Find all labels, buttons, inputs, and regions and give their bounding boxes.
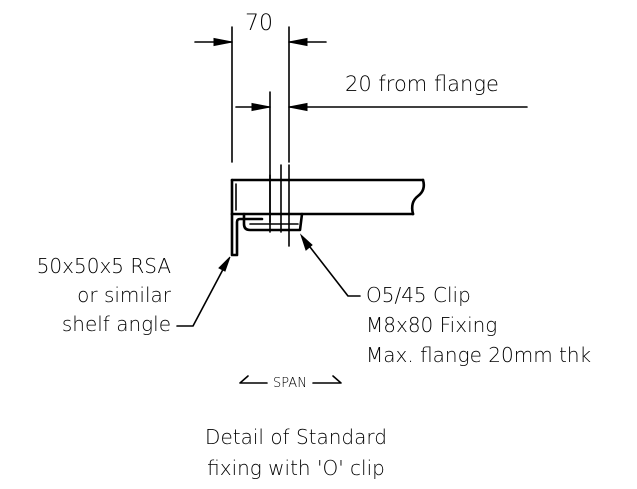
caption-line1: Detail of Standard [205, 425, 387, 449]
rsa-label-line2: or similar [77, 283, 172, 307]
o-clip [242, 212, 304, 232]
clip-leader [299, 233, 361, 297]
flange-offset-arrow-left [251, 102, 271, 112]
span-indicator: SPAN [239, 375, 342, 391]
flange-break-line [410, 178, 426, 216]
flange-offset-arrow-right [288, 102, 308, 112]
span-arrow-left [239, 375, 268, 384]
fixing-bolt [269, 164, 290, 247]
rsa-label-line1: 50x50x5 RSA [37, 254, 172, 278]
beam-flange [230, 178, 426, 216]
dimension-value: 70 [245, 11, 273, 36]
span-arrow-right [312, 375, 342, 384]
rsa-leader-arrow [218, 256, 231, 272]
shelf-angle-profile [230, 212, 264, 257]
clip-label-line3: Max. flange 20mm thk [366, 343, 591, 367]
dimension-arrow-right [288, 37, 308, 47]
dimension-arrow-left [213, 37, 233, 47]
clip-leader-arrow [299, 233, 313, 251]
caption-line2: fixing with 'O' clip [207, 456, 385, 480]
clip-leader-line [302, 237, 361, 297]
rsa-label-line3: shelf angle [62, 312, 171, 336]
shelf-angle [230, 212, 264, 257]
caption: Detail of Standard fixing with 'O' clip [205, 425, 387, 480]
clip-label-line2: M8x80 Fixing [366, 313, 497, 337]
clip-body [242, 212, 304, 232]
rsa-label: 50x50x5 RSA or similar shelf angle [37, 254, 172, 336]
flange-offset-note: 20 from flange [345, 72, 499, 96]
rsa-leader-line [176, 259, 229, 327]
dimension-70: 70 [194, 11, 327, 163]
clip-label-line1: O5/45 Clip [366, 283, 471, 307]
clip-label: O5/45 Clip M8x80 Fixing Max. flange 20mm… [366, 283, 591, 367]
span-label: SPAN [273, 376, 307, 391]
dimension-20-from-flange: 20 from flange [235, 72, 528, 112]
rsa-leader [176, 256, 231, 327]
